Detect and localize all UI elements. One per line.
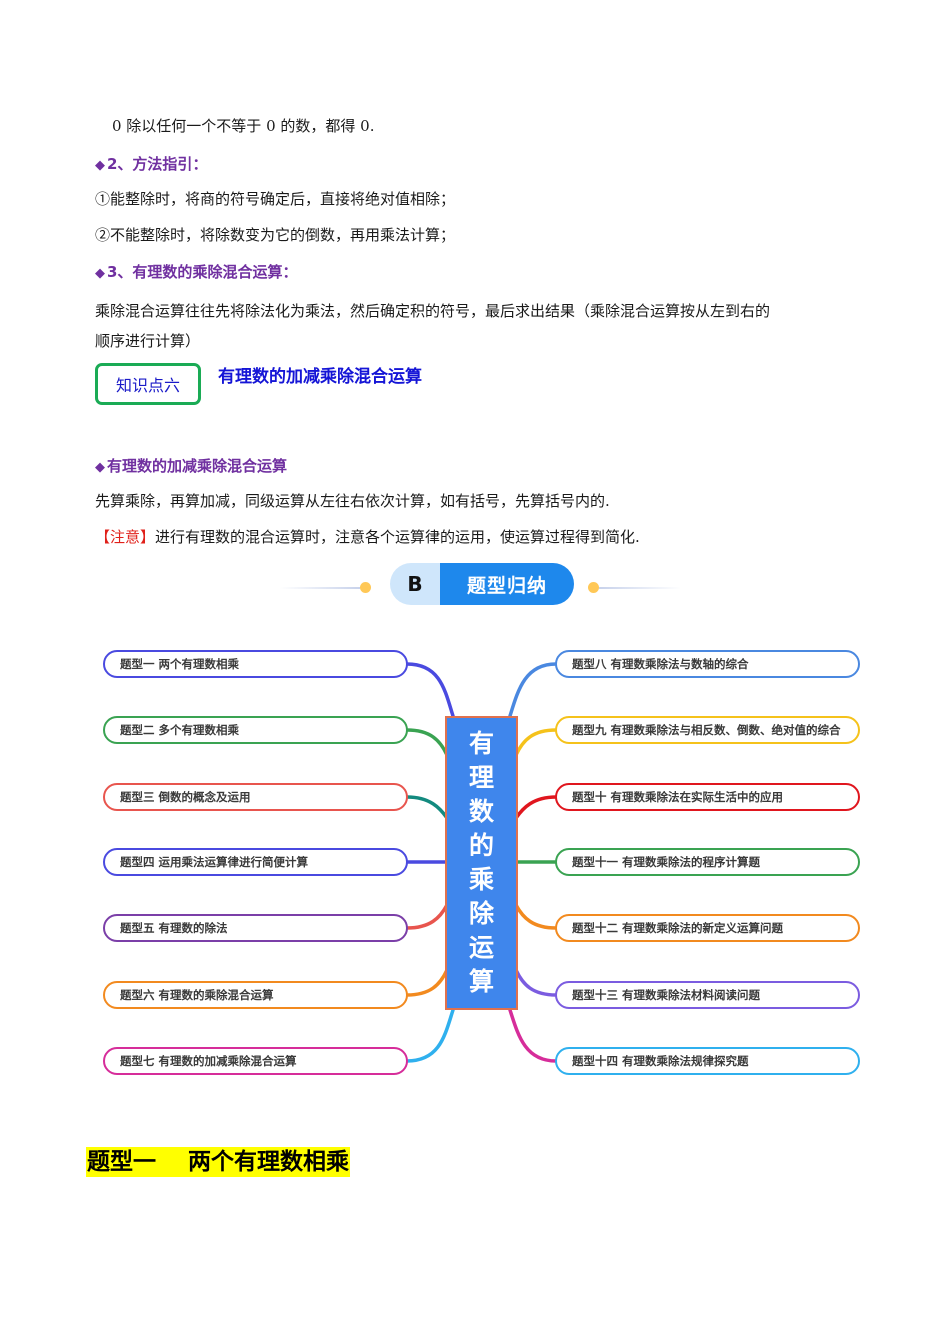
banner-title: 题型归纳 [440,563,574,605]
mindmap-node-left-6: 题型六 有理数的乘除混合运算 [103,981,408,1009]
section-title: 题型一 两个有理数相乘 [86,1147,351,1177]
note-tag: 【注意】 [95,528,156,546]
mindmap-node-left-1: 题型一 两个有理数相乘 [103,650,408,678]
mixed-heading-text: 3、有理数的乘除混合运算： [107,263,298,281]
order-rule: 先算乘除，再算加减，同级运算从左往右依次计算，如有括号，先算括号内的. [95,492,610,510]
banner-dot-right [588,582,599,593]
banner-line-left [280,587,360,589]
banner-line-right [599,587,681,589]
mindmap-node-right-8: 题型八 有理数乘除法与数轴的综合 [555,650,860,678]
diamond-icon: ◆ [95,266,105,281]
diamond-icon: ◆ [95,158,105,173]
knowledge-point-title: 有理数的加减乘除混合运算 [218,367,422,387]
mindmap-node-right-10: 题型十 有理数乘除法在实际生活中的应用 [555,783,860,811]
mindmap-node-right-13: 题型十三 有理数乘除法材料阅读问题 [555,981,860,1009]
banner-dot-left [360,582,371,593]
note-text: 进行有理数的混合运算时，注意各个运算律的运用，使运算过程得到简化. [155,528,640,546]
method-heading: ◆2、方法指引： [95,153,207,174]
sub-heading-text: 有理数的加减乘除混合运算 [107,457,288,475]
mindmap-node-left-7: 题型七 有理数的加减乘除混合运算 [103,1047,408,1075]
sub-heading: ◆有理数的加减乘除混合运算 [95,455,287,476]
mixed-para-line2: 顺序进行计算） [95,332,201,350]
diamond-icon: ◆ [95,460,105,475]
mindmap-node-right-11: 题型十一 有理数乘除法的程序计算题 [555,848,860,876]
mindmap-node-right-12: 题型十二 有理数乘除法的新定义运算问题 [555,914,860,942]
mindmap-node-right-14: 题型十四 有理数乘除法规律探究题 [555,1047,860,1075]
mixed-heading: ◆3、有理数的乘除混合运算： [95,261,297,282]
method-item-1: ①能整除时，将商的符号确定后，直接将绝对值相除； [95,190,456,208]
knowledge-point-label: 知识点六 [95,363,201,405]
mindmap-center-topic: 有 理 数 的 乘 除 运 算 [445,716,518,1010]
method-item-2: ②不能整除时，将除数变为它的倒数，再用乘法计算； [95,226,456,244]
mindmap-node-left-3: 题型三 倒数的概念及运用 [103,783,408,811]
method-heading-text: 2、方法指引： [107,155,208,173]
mindmap-node-right-9: 题型九 有理数乘除法与相反数、倒数、绝对值的综合 [555,716,860,744]
banner-letter: B [390,563,440,605]
section-banner: B 题型归纳 [390,563,574,605]
mindmap-node-left-4: 题型四 运用乘法运算律进行简便计算 [103,848,408,876]
mixed-para-line1: 乘除混合运算往往先将除法化为乘法，然后确定积的符号，最后求出结果（乘除混合运算按… [95,302,771,320]
mindmap-node-left-5: 题型五 有理数的除法 [103,914,408,942]
zero-division-rule: 0 除以任何一个不等于 0 的数，都得 0. [112,117,375,135]
mindmap-node-left-2: 题型二 多个有理数相乘 [103,716,408,744]
note: 【注意】进行有理数的混合运算时，注意各个运算律的运用，使运算过程得到简化. [95,527,640,547]
